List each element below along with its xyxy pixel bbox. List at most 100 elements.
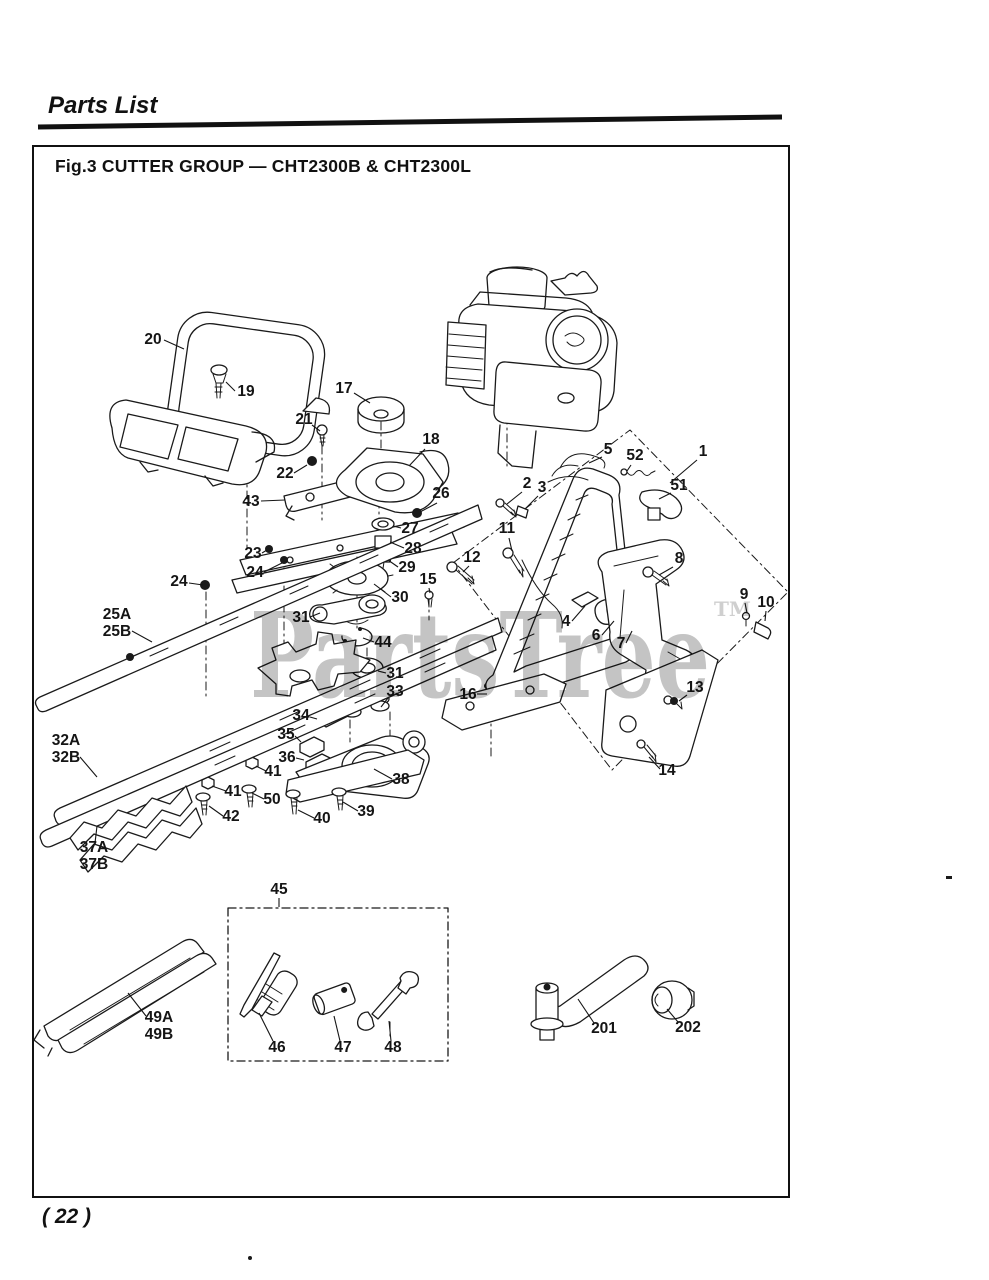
callout-leader-47 bbox=[333, 1015, 341, 1042]
blade-cover-illustration bbox=[33, 938, 217, 1057]
callout-leader-51 bbox=[658, 492, 672, 500]
part-callout-41: 41 bbox=[264, 763, 282, 780]
part-callout-10: 10 bbox=[757, 594, 774, 611]
engine-illustration bbox=[445, 266, 618, 469]
callout-leader-9 bbox=[744, 602, 748, 614]
part-callout-35: 35 bbox=[277, 726, 295, 743]
cutter-blade-32-37-illustration bbox=[39, 617, 503, 873]
part-callout-30: 30 bbox=[391, 589, 408, 606]
part-callout-2: 2 bbox=[523, 475, 532, 492]
callout-leader-202 bbox=[666, 1008, 679, 1023]
part-callout-22: 22 bbox=[276, 465, 293, 482]
callout-leader-41 bbox=[211, 785, 227, 792]
part-callout-50: 50 bbox=[263, 791, 280, 808]
callout-leader-28 bbox=[389, 541, 405, 549]
part-callout-25B: 25B bbox=[103, 623, 131, 640]
callout-leader-17 bbox=[353, 392, 371, 404]
part-callout-28: 28 bbox=[404, 540, 422, 557]
part-callout-49A: 49A bbox=[145, 1009, 173, 1026]
part-callout-39: 39 bbox=[357, 803, 375, 820]
part-callout-202: 202 bbox=[675, 1019, 701, 1036]
part-callout-20: 20 bbox=[144, 331, 161, 348]
callout-leader-7 bbox=[625, 630, 633, 644]
part-callout-6: 6 bbox=[592, 627, 601, 644]
callout-leader-31 bbox=[309, 612, 321, 618]
part-callout-7: 7 bbox=[617, 635, 626, 652]
screw-19 bbox=[210, 364, 228, 399]
cutter-bar-25-illustration bbox=[34, 504, 483, 713]
part-callout-45: 45 bbox=[270, 881, 288, 898]
part-callout-40: 40 bbox=[313, 810, 330, 827]
callout-leader-11 bbox=[508, 537, 513, 552]
callout-leader-37A bbox=[94, 825, 98, 844]
callout-leader-34 bbox=[309, 716, 318, 720]
part-callout-31: 31 bbox=[386, 665, 404, 682]
callout-leader-12 bbox=[462, 565, 470, 573]
callout-leader-48 bbox=[388, 1020, 392, 1042]
callout-leader-24 bbox=[188, 582, 204, 586]
part-callout-47: 47 bbox=[334, 1039, 351, 1056]
part-callout-26: 26 bbox=[432, 485, 450, 502]
part-callout-24: 24 bbox=[170, 573, 188, 590]
bolt-21 bbox=[316, 424, 328, 447]
header-rule bbox=[37, 114, 783, 130]
lever-tool-illustration bbox=[530, 955, 649, 1041]
callout-leader-5 bbox=[588, 456, 603, 464]
callout-leader-19 bbox=[225, 381, 236, 392]
callout-leader-8 bbox=[658, 566, 674, 576]
callout-leader-35 bbox=[294, 735, 302, 743]
part-callout-43: 43 bbox=[242, 493, 260, 510]
callout-leader-39 bbox=[342, 801, 359, 812]
callout-leader-44 bbox=[362, 637, 375, 643]
part-callout-37B: 37B bbox=[80, 856, 108, 873]
callout-leader-49A bbox=[127, 992, 147, 1017]
callout-leader-18 bbox=[408, 448, 426, 467]
hand-guard-plate-illustration bbox=[109, 399, 276, 487]
cam-assembly-illustration bbox=[335, 396, 450, 514]
callout-leader-10 bbox=[764, 610, 767, 622]
callout-leader-21 bbox=[311, 424, 321, 432]
callout-leader-22 bbox=[293, 464, 308, 474]
part-callout-11: 11 bbox=[499, 520, 516, 537]
callout-leader-30 bbox=[373, 583, 392, 598]
part-callout-32A: 32A bbox=[52, 732, 80, 749]
part-callout-48: 48 bbox=[384, 1039, 402, 1056]
part-callout-8: 8 bbox=[675, 550, 684, 567]
callout-leader-33 bbox=[380, 697, 389, 708]
page-number: ( 22 ) bbox=[42, 1205, 91, 1228]
part-callout-49B: 49B bbox=[145, 1026, 173, 1043]
figure-border bbox=[32, 145, 790, 1198]
callout-leader-52 bbox=[626, 464, 632, 472]
part-callout-42: 42 bbox=[222, 808, 239, 825]
nut-22 bbox=[307, 456, 317, 466]
callout-leader-26 bbox=[419, 502, 438, 513]
callout-leader-50 bbox=[251, 792, 265, 800]
part-callout-16: 16 bbox=[459, 686, 477, 703]
part-callout-1: 1 bbox=[699, 443, 708, 460]
part-callout-4: 4 bbox=[562, 613, 571, 630]
callout-leader-40 bbox=[297, 809, 315, 819]
part-callout-25A: 25A bbox=[103, 606, 131, 623]
loop-handle-illustration bbox=[441, 467, 636, 731]
part-callout-15: 15 bbox=[419, 571, 437, 588]
callout-leader-29 bbox=[387, 559, 399, 568]
callout-leader-31 bbox=[377, 670, 387, 674]
figure-title: Fig.3 CUTTER GROUP — CHT2300B & CHT2300L bbox=[55, 156, 471, 176]
scan-artifact bbox=[248, 1256, 252, 1260]
rear-handle-illustration bbox=[597, 539, 772, 767]
callout-leader-24 bbox=[263, 562, 283, 573]
part-callout-17: 17 bbox=[335, 380, 352, 397]
callout-leader-2 bbox=[506, 491, 523, 505]
part-callout-13: 13 bbox=[686, 679, 704, 696]
part-callout-12: 12 bbox=[463, 549, 480, 566]
part-callout-14: 14 bbox=[658, 762, 676, 779]
callout-leader-20 bbox=[163, 339, 185, 350]
tool-kit-illustration bbox=[239, 952, 420, 1031]
part-callout-36: 36 bbox=[278, 749, 296, 766]
callout-leader-27 bbox=[392, 525, 402, 529]
callout-leader-25B bbox=[131, 630, 153, 643]
part-callout-19: 19 bbox=[237, 383, 255, 400]
part-callout-37A: 37A bbox=[80, 839, 108, 856]
